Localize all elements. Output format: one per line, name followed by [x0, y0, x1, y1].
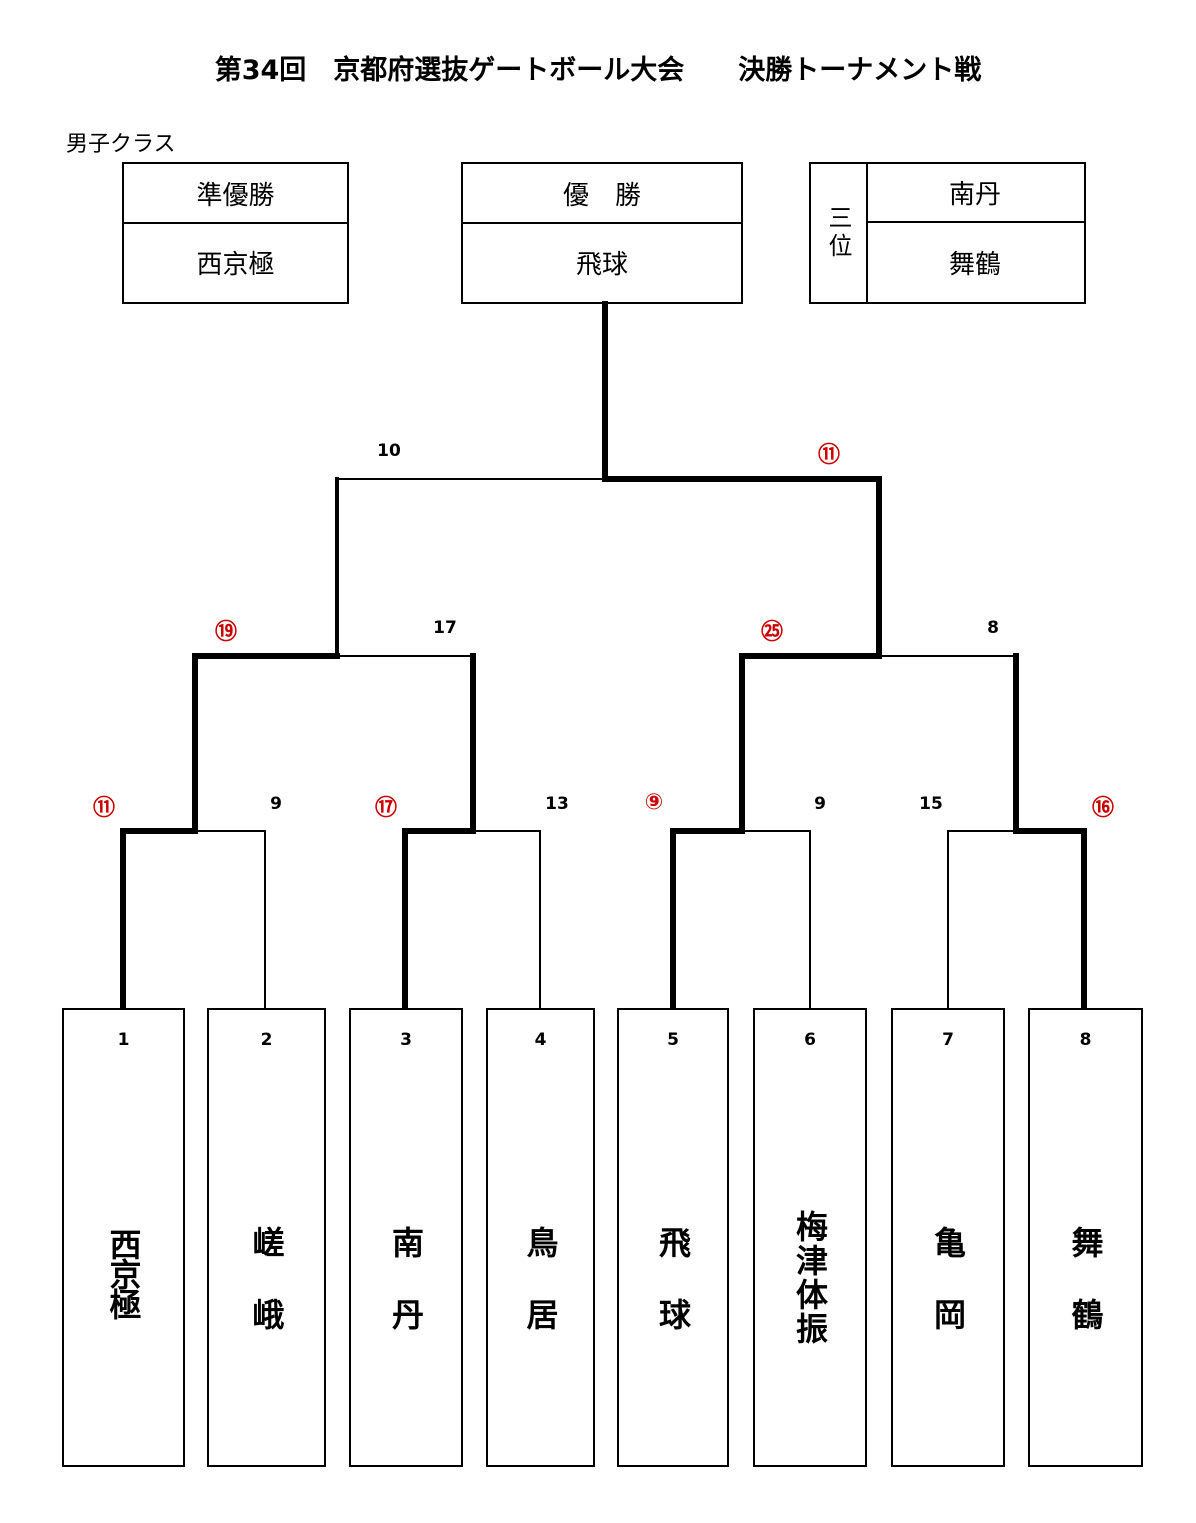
semi2-right-score: 8	[987, 618, 999, 638]
champion-team: 飛球	[575, 249, 628, 280]
team-box-8: 8 舞鶴	[1028, 1008, 1143, 1467]
r1m2-right-score: 13	[545, 794, 569, 814]
team-seed: 3	[400, 1030, 412, 1050]
team-box-6: 6 梅津体振	[753, 1008, 867, 1467]
team-seed: 7	[942, 1030, 954, 1050]
runner-up-team: 西京極	[196, 249, 275, 280]
r1m3-right-score: 9	[814, 794, 826, 814]
third-place-label: 三位	[811, 164, 868, 302]
final-right-score: ⑪	[817, 443, 841, 468]
team-seed: 4	[534, 1030, 547, 1050]
team-box-5: 5 飛球	[617, 1008, 729, 1467]
third-place-box: 三位 南丹 舞鶴	[809, 162, 1086, 304]
r1m4-right-score: ⑯	[1091, 796, 1115, 821]
class-label: 男子クラス	[66, 132, 176, 157]
runner-up-label: 準優勝	[124, 164, 347, 224]
team-name: 亀岡	[929, 1225, 967, 1370]
team-box-1: 1 西京極	[62, 1008, 185, 1467]
champion-label: 優 勝	[463, 164, 741, 224]
r1m1-right-score: 9	[270, 794, 282, 814]
team-box-4: 4 鳥居	[486, 1008, 595, 1467]
team-box-3: 3 南丹	[349, 1008, 463, 1467]
team-name: 嵯峨	[247, 1225, 286, 1370]
semi2-left-score: ㉕	[760, 620, 784, 645]
team-seed: 8	[1079, 1030, 1092, 1050]
team-seed: 1	[117, 1030, 130, 1050]
team-seed: 2	[260, 1030, 273, 1050]
r1m1-left-score: ⑪	[92, 796, 116, 821]
page-title: 第34回 京都府選抜ゲートボール大会 決勝トーナメント戦	[214, 55, 982, 86]
team-box-7: 7 亀岡	[891, 1008, 1005, 1467]
third-place-team-2: 舞鶴	[948, 250, 1001, 280]
team-box-2: 2 嵯峨	[207, 1008, 326, 1467]
team-name: 南丹	[387, 1225, 425, 1370]
r1m4-left-score: 15	[919, 794, 943, 814]
team-name: 梅津体振	[791, 1209, 829, 1346]
team-name: 飛球	[654, 1225, 692, 1370]
r1m3-left-score: ⑨	[644, 790, 664, 815]
team-name: 西京極	[104, 1227, 143, 1318]
r1m2-left-score: ⑰	[374, 796, 398, 821]
team-seed: 6	[804, 1030, 816, 1050]
semi1-left-score: ⑲	[214, 620, 238, 645]
team-name: 舞鶴	[1066, 1225, 1105, 1370]
final-left-score: 10	[377, 441, 401, 461]
semi1-right-score: 17	[433, 618, 457, 638]
team-seed: 5	[667, 1030, 679, 1050]
third-place-team-1: 南丹	[866, 164, 1084, 223]
runner-up-box: 準優勝 西京極	[122, 162, 349, 304]
champion-box: 優 勝 飛球	[461, 162, 743, 304]
team-name: 鳥居	[521, 1225, 560, 1370]
